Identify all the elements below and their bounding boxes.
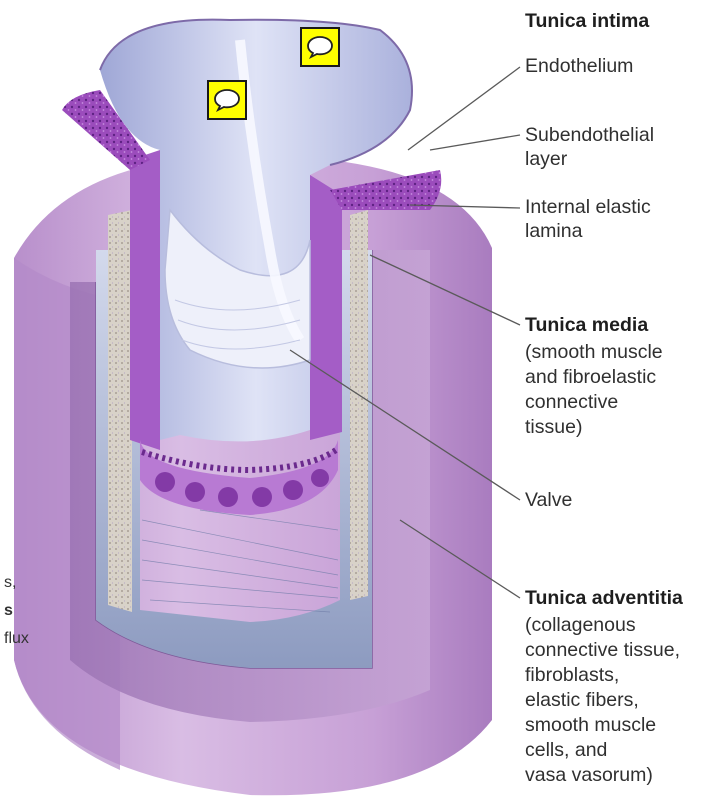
cropped-text-3: flux (4, 629, 29, 648)
tunica-intima-left-wall (130, 150, 160, 450)
label-adventitia-desc-2: connective tissue, (525, 639, 680, 662)
label-tunica-intima: Tunica intima (525, 10, 649, 33)
label-internal-elastic-1: Internal elastic (525, 196, 651, 219)
label-internal-elastic-2: lamina (525, 220, 582, 243)
label-media-desc-3: connective (525, 391, 618, 414)
label-subendothelial-1: Subendothelial (525, 124, 654, 147)
label-adventitia-desc-5: smooth muscle (525, 714, 656, 737)
cropped-text-2: s (4, 601, 13, 620)
label-tunica-adventitia: Tunica adventitia (525, 587, 683, 610)
label-adventitia-desc-1: (collagenous (525, 614, 636, 637)
label-media-desc-2: and fibroelastic (525, 366, 656, 389)
comment-note-2[interactable] (207, 80, 247, 120)
label-adventitia-desc-6: cells, and (525, 739, 607, 762)
cropped-text-1: s, (4, 573, 16, 592)
speech-bubble-icon (306, 35, 334, 59)
label-tunica-media: Tunica media (525, 314, 648, 337)
speech-bubble-icon (213, 88, 241, 112)
label-adventitia-desc-3: fibroblasts, (525, 664, 619, 687)
label-adventitia-desc-4: elastic fibers, (525, 689, 639, 712)
label-subendothelial-2: layer (525, 148, 567, 171)
label-media-desc-4: tissue) (525, 416, 582, 439)
label-adventitia-desc-7: vasa vasorum) (525, 764, 653, 787)
label-endothelium: Endothelium (525, 55, 633, 78)
label-media-desc-1: (smooth muscle (525, 341, 663, 364)
label-valve: Valve (525, 489, 572, 512)
tunica-intima-right-wall (310, 175, 342, 440)
comment-note-1[interactable] (300, 27, 340, 67)
